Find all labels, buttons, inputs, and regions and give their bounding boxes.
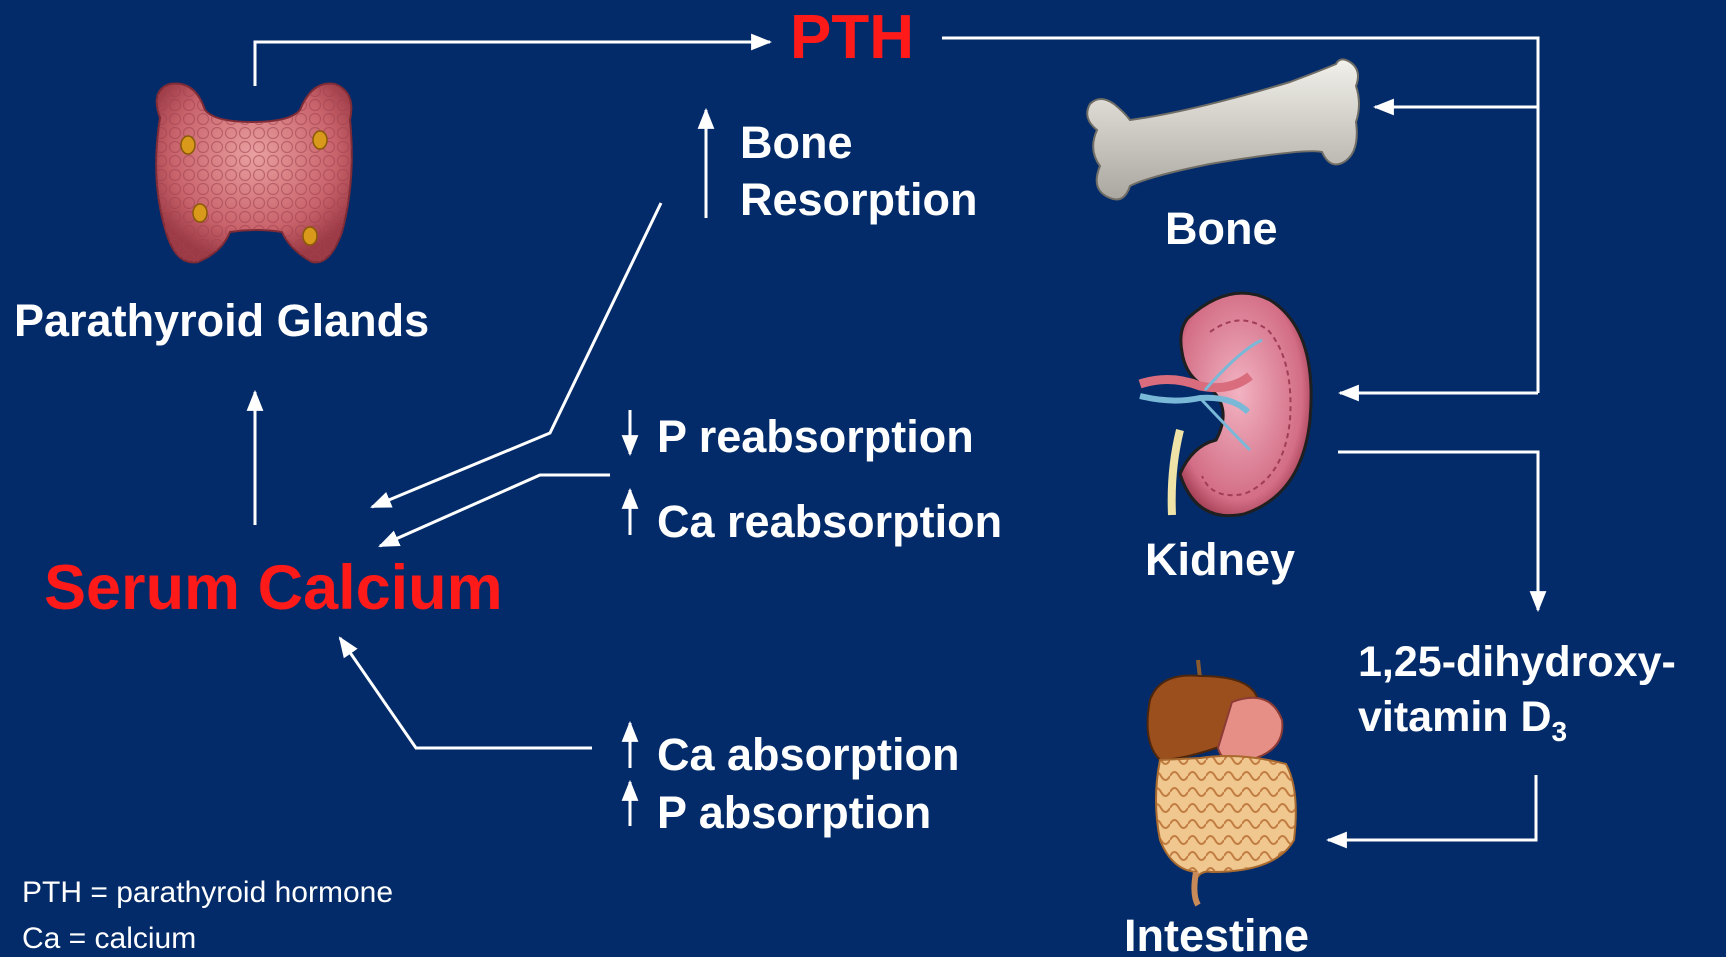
ca-absorption-label: Ca absorption bbox=[657, 730, 960, 780]
parathyroid-glands-label: Parathyroid Glands bbox=[14, 296, 429, 346]
ca-reabsorption-label: Ca reabsorption bbox=[657, 497, 1002, 547]
kidney-label: Kidney bbox=[1145, 535, 1295, 585]
vitamin-d-line2: vitamin D3 bbox=[1358, 690, 1676, 759]
p-reabsorption-label: P reabsorption bbox=[657, 412, 974, 462]
vitamin-d-subscript: 3 bbox=[1552, 716, 1568, 747]
vitamin-d-label: 1,25-dihydroxy- vitamin D3 bbox=[1358, 635, 1676, 759]
legend-ca: Ca = calcium bbox=[22, 922, 196, 956]
intestine-label: Intestine bbox=[1124, 911, 1309, 957]
p-absorption-label: P absorption bbox=[657, 788, 931, 838]
vitamin-d-text: vitamin D bbox=[1358, 693, 1552, 741]
vitamin-d-line1: 1,25-dihydroxy- bbox=[1358, 635, 1676, 690]
serum-calcium-label: Serum Calcium bbox=[44, 554, 503, 623]
bone-resorption-line1: Bone bbox=[740, 114, 978, 171]
pth-label: PTH bbox=[790, 4, 914, 72]
bone-resorption-line2: Resorption bbox=[740, 171, 978, 228]
bone-label: Bone bbox=[1165, 204, 1278, 254]
legend-pth: PTH = parathyroid hormone bbox=[22, 876, 393, 910]
bone-resorption-label: Bone Resorption bbox=[740, 114, 978, 228]
